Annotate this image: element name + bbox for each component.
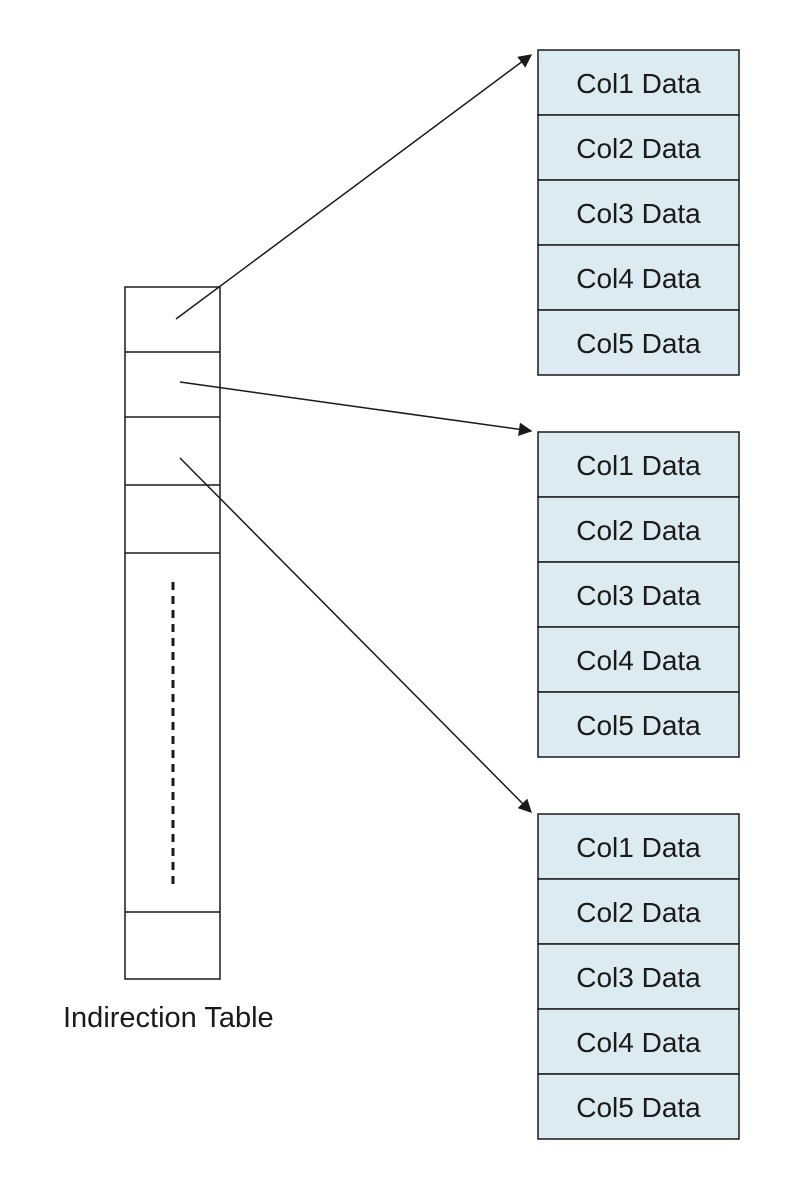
record-cell-text: Col1 Data <box>576 832 701 863</box>
record-cell-text: Col5 Data <box>576 328 701 359</box>
record-cell <box>537 561 740 628</box>
record-cell <box>537 244 740 311</box>
record-cell <box>537 691 740 758</box>
record-cell-text: Col1 Data <box>576 450 701 481</box>
record-cell <box>537 1008 740 1075</box>
record-cell-text: Col3 Data <box>576 198 701 229</box>
record-cell-text: Col4 Data <box>576 645 701 676</box>
pointer-arrow-2 <box>179 381 533 437</box>
record-cell-text: Col2 Data <box>576 897 701 928</box>
record-cell <box>537 309 740 376</box>
record-cell-text: Col5 Data <box>576 710 701 741</box>
indirection-table-outline <box>124 286 221 980</box>
record-cell <box>537 878 740 945</box>
data-record-3: Col1 Data Col2 Data Col3 Data Col4 Data … <box>537 813 740 1140</box>
indirection-table-label: Indirection Table <box>63 1002 274 1034</box>
record-cell-text: Col3 Data <box>576 962 701 993</box>
record-cell <box>537 813 740 880</box>
record-cell <box>537 496 740 563</box>
record-cell <box>537 1073 740 1140</box>
record-cell-text: Col2 Data <box>576 133 701 164</box>
record-cell-text: Col5 Data <box>576 1092 701 1123</box>
record-cell <box>537 49 740 116</box>
pointer-arrow-3 <box>179 457 532 813</box>
record-cell-text: Col1 Data <box>576 68 701 99</box>
record-cell <box>537 626 740 693</box>
record-cell <box>537 431 740 498</box>
data-record-1: Col1 Data Col2 Data Col3 Data Col4 Data … <box>537 49 740 376</box>
record-cell-text: Col2 Data <box>576 515 701 546</box>
record-cell <box>537 943 740 1010</box>
record-cell-text: Col4 Data <box>576 1027 701 1058</box>
data-record-2: Col1 Data Col2 Data Col3 Data Col4 Data … <box>537 431 740 758</box>
indirection-table <box>124 286 221 980</box>
pointer-arrow-1 <box>175 54 533 320</box>
record-cell-text: Col4 Data <box>576 263 701 294</box>
record-cell <box>537 179 740 246</box>
record-cell-text: Col3 Data <box>576 580 701 611</box>
pointer-arrows <box>175 54 533 813</box>
